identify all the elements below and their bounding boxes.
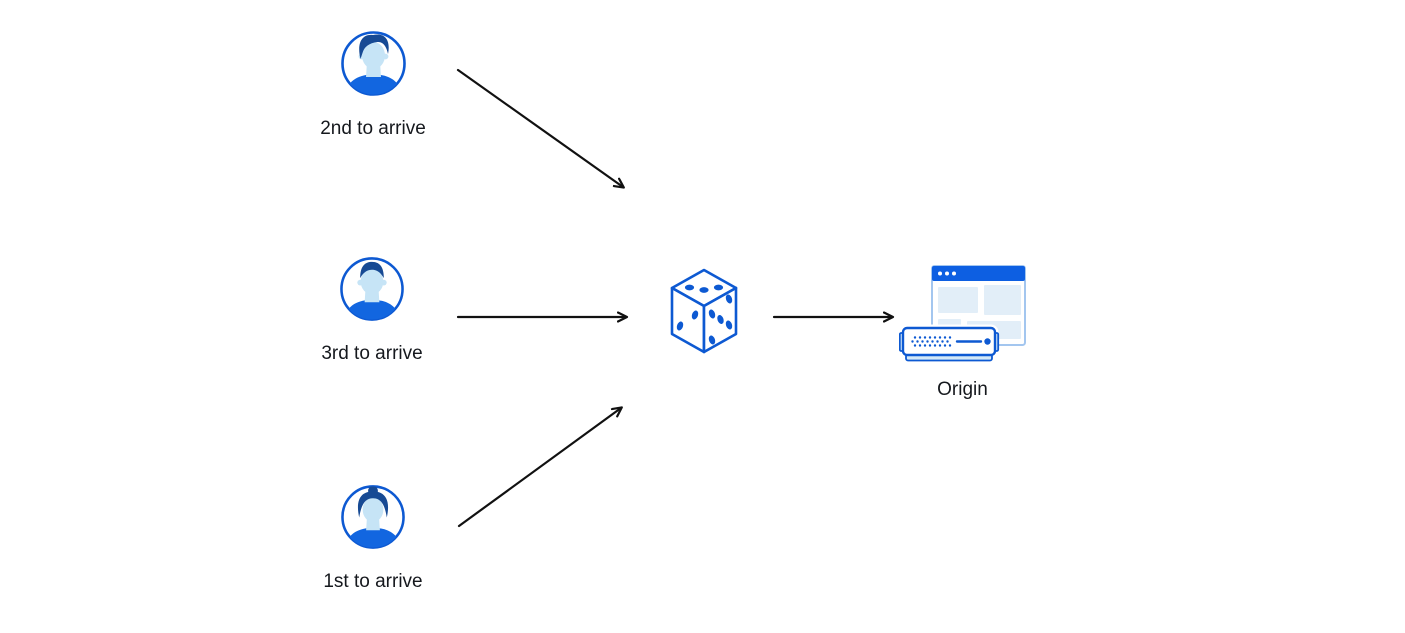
- node-label-visitor-1st: 1st to arrive: [323, 571, 423, 592]
- server-icon: [899, 324, 1000, 362]
- server-indicator-dot: [984, 338, 991, 345]
- node-random-selector: [668, 267, 740, 356]
- arrow-1st-to-dice: [457, 408, 621, 528]
- dice-pips: [676, 284, 733, 345]
- avatar-face: [360, 268, 384, 295]
- node-label-visitor-3rd: 3rd to arrive: [321, 343, 423, 364]
- node-visitor-3rd: 3rd to arrive: [302, 256, 442, 363]
- arrow-2nd-to-dice: [456, 68, 623, 187]
- avatar-hair: [357, 491, 389, 518]
- browser-titlebar: [932, 266, 1025, 281]
- avatar-face: [362, 497, 384, 522]
- server-body: [901, 326, 997, 357]
- avatar-face: [361, 42, 385, 69]
- node-label-origin: Origin: [937, 379, 988, 400]
- avatar-hair: [360, 261, 384, 279]
- server-vent-dots: [911, 336, 952, 347]
- female-user-avatar-icon: [341, 485, 405, 549]
- node-label-visitor-2nd: 2nd to arrive: [320, 118, 426, 139]
- window-dots-icon: [938, 271, 956, 276]
- node-origin: Origin: [899, 265, 1026, 399]
- node-visitor-1st: 1st to arrive: [303, 484, 443, 591]
- origin-server-browser-icon: [899, 265, 1026, 362]
- avatar-hair: [358, 34, 389, 59]
- male-user-avatar-icon: [340, 31, 406, 96]
- dice-icon: [670, 268, 738, 354]
- node-visitor-2nd: 2nd to arrive: [303, 30, 443, 138]
- male-user-avatar-icon: [340, 257, 404, 321]
